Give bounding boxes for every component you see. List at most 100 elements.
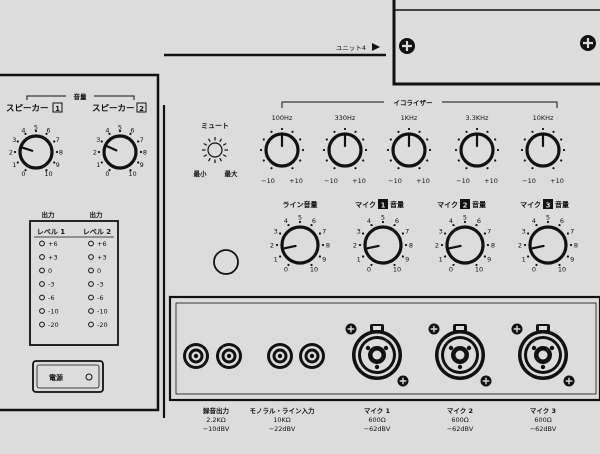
screw-icon xyxy=(580,35,596,51)
mic-3-title: マイク 3 xyxy=(530,406,556,415)
knob-tick-icon xyxy=(343,127,347,131)
knob-tick-icon xyxy=(118,129,122,133)
meter-led-1 xyxy=(39,308,45,314)
meter-level-label: -20 xyxy=(97,321,108,329)
knob-tick-icon xyxy=(333,167,336,170)
mic-2-volume-suffix: 音量 xyxy=(472,200,486,209)
eq-min-label: −10 xyxy=(261,177,275,185)
power-switch[interactable]: 電源 xyxy=(32,360,104,393)
knob-tick-icon xyxy=(452,263,455,267)
connector-panel xyxy=(168,295,600,402)
knob-scale-label: 3 xyxy=(357,227,361,235)
knob-scale-label: 0 xyxy=(367,266,371,274)
eq-100hz-knob[interactable] xyxy=(259,127,305,170)
knob-tick-icon xyxy=(298,220,302,224)
knob-scale-label: 4 xyxy=(449,217,453,225)
speaker-2-badge: 2 xyxy=(139,105,144,113)
meter-level-label: +3 xyxy=(97,254,107,262)
knob-tick-icon xyxy=(389,159,392,162)
mic-2-volume-badge: 2 xyxy=(463,202,468,210)
rca-jack-icon[interactable] xyxy=(216,343,242,369)
knob-tick-icon xyxy=(535,223,538,227)
knob-tick-icon xyxy=(318,255,322,258)
xlr-combo-jack-icon[interactable] xyxy=(345,323,409,387)
screw-icon xyxy=(397,375,409,387)
knob-tick-icon xyxy=(531,167,534,170)
rca-jack-icon[interactable] xyxy=(299,343,325,369)
knob-scale-label: 7 xyxy=(140,136,144,144)
meter-level-label: -3 xyxy=(97,281,103,289)
knob-tick-icon xyxy=(523,243,527,247)
knob-tick-icon xyxy=(454,148,458,152)
rca-jack-icon[interactable] xyxy=(183,343,209,369)
mic-3-volume-prefix: マイク xyxy=(520,200,541,209)
speaker-2-title: スピーカー 2 xyxy=(92,102,147,114)
knob-scale-label: 6 xyxy=(46,127,50,135)
knob-tick-icon xyxy=(426,138,429,141)
round-button[interactable] xyxy=(213,249,239,275)
knob-scale-label: 0 xyxy=(284,266,288,274)
knob-tick-icon xyxy=(310,223,313,227)
xlr-combo-jack-icon[interactable] xyxy=(511,323,575,387)
knob-tick-icon xyxy=(560,138,563,141)
knob-tick-icon xyxy=(45,132,48,135)
meter-led-1 xyxy=(39,321,45,328)
knob-tick-icon xyxy=(496,148,500,152)
eq-max-label: +10 xyxy=(352,177,366,185)
knob-tick-icon xyxy=(526,232,530,235)
eq-330hz-knob[interactable] xyxy=(322,127,368,170)
eq-1khz-knob[interactable] xyxy=(386,127,432,170)
knob-tick-icon xyxy=(137,161,140,164)
knob-scale-label: 9 xyxy=(487,255,491,263)
knob-tick-icon xyxy=(381,220,385,224)
xlr-combo-jack-icon[interactable] xyxy=(428,323,492,387)
knob-tick-icon xyxy=(552,167,555,170)
eq-min-label: −10 xyxy=(522,177,536,185)
knob-tick-icon xyxy=(137,140,140,143)
knob-scale-label: 5 xyxy=(34,123,38,131)
meter-led-1 xyxy=(39,240,45,247)
knob-tick-icon xyxy=(523,159,526,162)
knob-tick-icon xyxy=(457,138,460,141)
knob-tick-icon xyxy=(362,138,365,141)
meter-led-1 xyxy=(39,254,45,260)
eq-band-label-3-3khz: 3.3KHz xyxy=(466,114,489,122)
eq-max-label: +10 xyxy=(484,177,498,185)
knob-scale-label: 10 xyxy=(310,266,318,274)
knob-tick-icon xyxy=(361,232,365,235)
knob-tick-icon xyxy=(370,263,373,267)
power-led xyxy=(85,373,93,381)
knob-pointer xyxy=(283,244,297,250)
screw-icon xyxy=(480,375,492,387)
knob-tick-icon xyxy=(354,167,357,170)
knob-tick-icon xyxy=(262,138,265,141)
eq-10khz-knob[interactable] xyxy=(520,127,566,170)
knob-tick-icon xyxy=(486,243,490,247)
knob-pointer xyxy=(106,145,118,152)
knob-scale-label: 8 xyxy=(143,148,147,156)
knob-scale-label: 5 xyxy=(381,213,385,221)
eq-3-3khz-knob[interactable] xyxy=(454,127,500,170)
knob-tick-icon xyxy=(428,148,432,152)
knob-tick-icon xyxy=(16,140,19,143)
knob-scale-label: 4 xyxy=(105,127,109,135)
knob-pointer xyxy=(366,244,380,250)
knob-scale-label: 2 xyxy=(9,148,13,156)
knob-scale-label: 7 xyxy=(56,136,60,144)
knob-tick-icon xyxy=(13,150,17,154)
eq-band-label-100hz: 100Hz xyxy=(272,114,293,122)
knob-tick-icon xyxy=(566,232,570,235)
knob-tick-icon xyxy=(552,130,555,133)
knob-tick-icon xyxy=(418,130,421,133)
mic-1-volume-prefix: マイク xyxy=(355,200,376,209)
rca-jack-icon[interactable] xyxy=(267,343,293,369)
meter-channel-2: レベル 2 xyxy=(83,228,111,236)
